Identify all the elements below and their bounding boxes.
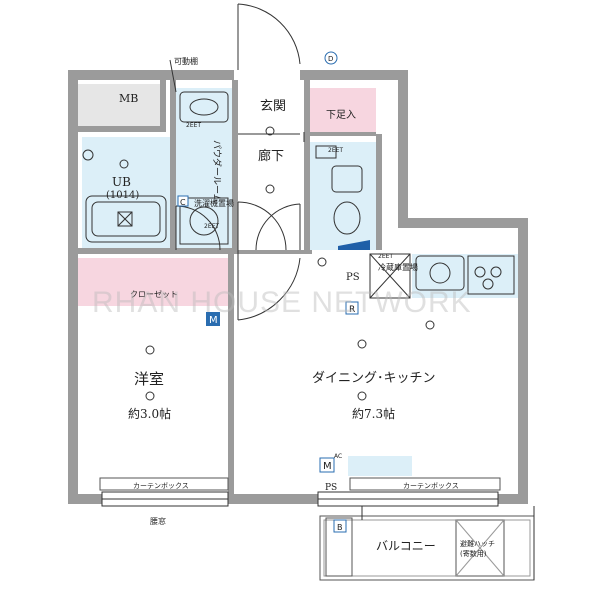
eet-text-3: 2EET: [328, 147, 343, 154]
ps-lower-label: PS: [325, 483, 337, 493]
m-left-marker: [206, 312, 220, 326]
m-left-text: M: [209, 315, 218, 326]
eet-text-4: 2EET: [378, 253, 393, 260]
youshitsu-size-label: 約3.0帖: [128, 406, 171, 421]
fixtures: [85, 91, 515, 299]
curtain-right-label: カーテンボックス: [403, 482, 459, 490]
fixture-icons: [82, 126, 435, 401]
mb-fill: [78, 84, 160, 126]
d-text: D: [328, 55, 333, 63]
r-text: R: [349, 305, 355, 315]
ac-text: AC: [334, 453, 342, 460]
kadodana-label: 可動棚: [174, 56, 198, 66]
ac-unit: [348, 456, 412, 476]
hatch-sub-label: (寄数用): [460, 549, 487, 558]
hatch-label: 避難ハッチ: [460, 539, 495, 548]
toilet-marker: [338, 240, 370, 250]
toilet-fill: [310, 142, 376, 250]
geta-fill: [310, 88, 376, 134]
eet-text-2: 2EET: [204, 223, 219, 230]
youshitsu-label: 洋室: [134, 370, 164, 388]
dk-label: ダイニング･キッチン: [312, 371, 436, 386]
m-right-text: M: [323, 461, 332, 472]
curtain-left-label: カーテンボックス: [133, 482, 189, 490]
doors: [175, 3, 305, 321]
kitchen-counter-fill: [412, 254, 518, 298]
ub-fill: [82, 137, 174, 248]
watermark: RHAN HOUSE NETWORK: [92, 286, 472, 319]
m-right-marker: [319, 457, 335, 473]
ps-upper-label: PS: [346, 272, 360, 283]
washer-label: 洗濯機置場: [194, 198, 234, 208]
d-marker: [324, 51, 338, 65]
walls: [68, 70, 528, 504]
powder-label: パウダールーム: [211, 140, 223, 203]
closet-label: クローゼット: [130, 289, 178, 299]
ub-label: UB: [112, 175, 131, 189]
mb-label: MB: [119, 92, 138, 105]
c-text: C: [180, 198, 186, 207]
dk-size-label: 約7.3帖: [352, 406, 395, 421]
balcony-label: バルコニー: [376, 539, 436, 553]
b-text: B: [337, 523, 343, 532]
genkan-label: 玄関: [260, 99, 286, 114]
closet-fill: [78, 258, 233, 306]
rouka-label: 廊下: [258, 148, 284, 164]
r-marker: [345, 301, 359, 315]
b-marker: [333, 519, 347, 533]
geta-label: 下足入: [326, 109, 356, 121]
kadodana-leader: [169, 59, 177, 93]
ub-size-label: (1014): [106, 190, 139, 201]
windows: [99, 477, 535, 581]
fridge-label: 冷蔵庫置場: [378, 262, 418, 272]
c-marker: [177, 195, 189, 207]
eet-text-1: 2EET: [186, 122, 201, 129]
koshimado-label: 腰窓: [150, 516, 166, 526]
